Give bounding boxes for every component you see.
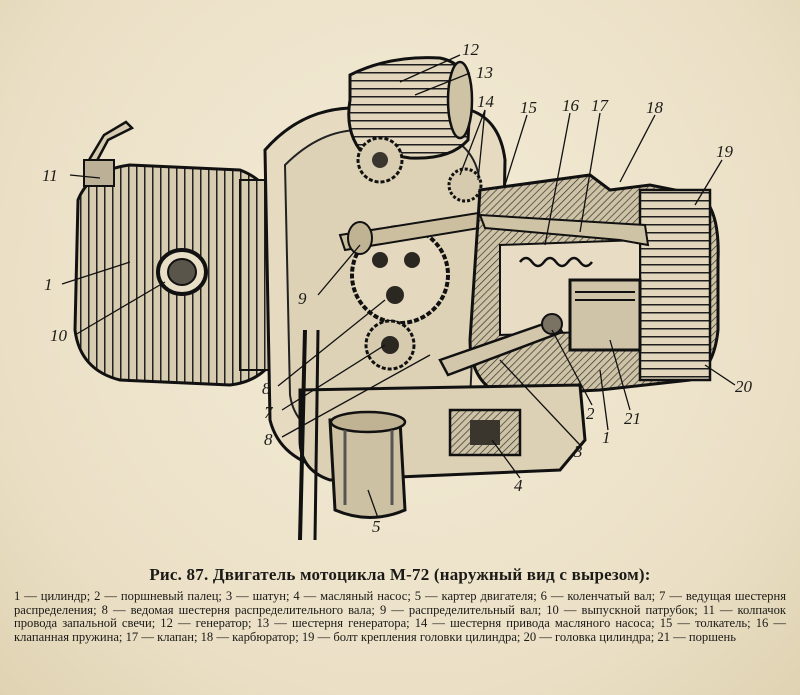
right-cylinder-cutaway [438,173,720,397]
callout-11: 11 [42,166,58,185]
callout-8-bottom: 8 [264,430,273,449]
callout-4: 4 [514,476,523,495]
legend-text: 1 — цилиндр; 2 — поршневый палец; 3 — ша… [14,589,786,644]
callout-21: 21 [624,409,641,428]
figure-legend: 1 — цилиндр; 2 — поршневый палец; 3 — ша… [14,589,786,644]
left-cylinder-fins [73,163,296,387]
callout-17: 17 [591,96,610,115]
spark-plug-cap [83,120,135,187]
callout-1-right: 1 [602,428,611,447]
callout-5: 5 [372,517,381,536]
callout-2: 2 [586,404,595,423]
callout-16: 16 [562,96,580,115]
callout-18: 18 [646,98,664,117]
callout-13: 13 [476,63,493,82]
figure-caption-title: Рис. 87. Двигатель мотоцикла М-72 (наруж… [149,565,651,584]
callout-9: 9 [298,289,307,308]
callouts: 11 1 10 12 13 14 15 [42,40,753,536]
callout-7: 7 [264,403,274,422]
carburetor [328,410,407,519]
generator [347,56,474,160]
callout-3: 3 [573,442,583,461]
callout-15: 15 [520,98,537,117]
engine-drawing [73,56,720,541]
callout-14: 14 [477,92,495,111]
timing-gears [350,136,483,371]
callout-20: 20 [735,377,753,396]
engine-illustration: 11 1 10 12 13 14 15 [42,40,753,541]
callout-19: 19 [716,142,734,161]
callout-12: 12 [462,40,480,59]
callout-1-left: 1 [44,275,53,294]
callout-10: 10 [50,326,68,345]
callout-8-top: 8 [262,379,271,398]
